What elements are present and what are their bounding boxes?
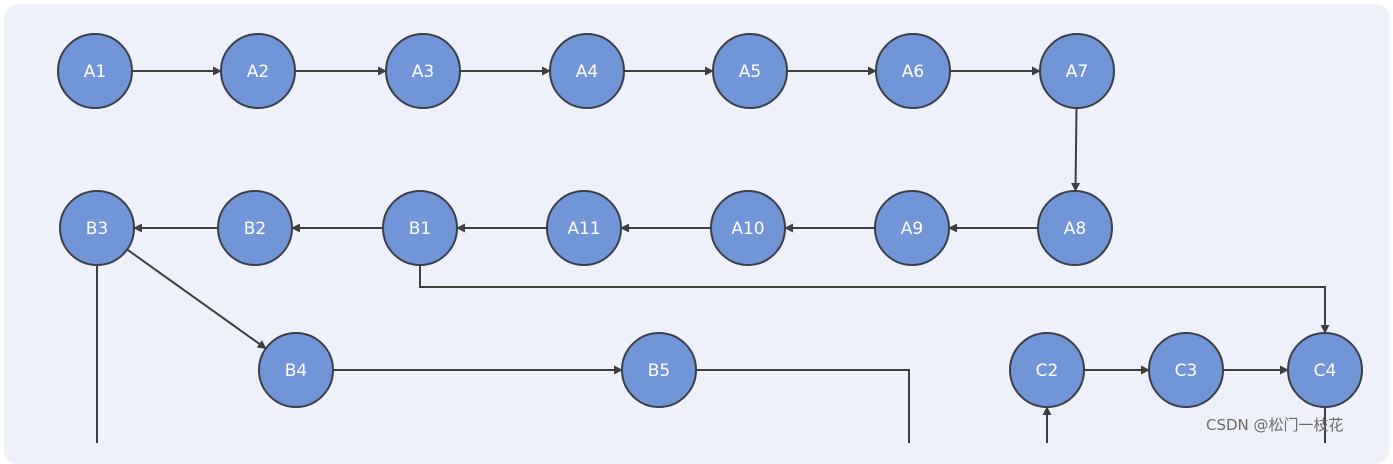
node-a8: A8 — [1037, 190, 1113, 266]
node-circle — [1287, 332, 1363, 408]
node-label: A4 — [576, 62, 598, 82]
node-circle — [382, 190, 458, 266]
node-b1: B1 — [382, 190, 458, 266]
node-label: A6 — [902, 62, 924, 82]
node-circle — [621, 332, 697, 408]
node-circle — [217, 190, 293, 266]
node-label: C2 — [1036, 361, 1059, 381]
node-label: A9 — [901, 219, 923, 239]
node-a1: A1 — [57, 33, 133, 109]
node-circle — [1037, 190, 1113, 266]
node-circle — [1148, 332, 1224, 408]
node-label: A2 — [247, 62, 269, 82]
node-circle — [874, 190, 950, 266]
node-circle — [385, 33, 461, 109]
node-b5: B5 — [621, 332, 697, 408]
node-label: A1 — [84, 62, 106, 82]
node-a5: A5 — [712, 33, 788, 109]
node-circle — [546, 190, 622, 266]
node-circle — [57, 33, 133, 109]
node-label: A5 — [739, 62, 761, 82]
node-c2: C2 — [1009, 332, 1085, 408]
edge-b3-b4 — [126, 248, 267, 350]
node-circle — [258, 332, 334, 408]
node-circle — [59, 190, 135, 266]
node-a3: A3 — [385, 33, 461, 109]
node-a4: A4 — [549, 33, 625, 109]
node-a2: A2 — [220, 33, 296, 109]
offscreen-connectors — [96, 265, 1326, 443]
node-circle — [1039, 33, 1115, 109]
connector-b5-down — [696, 369, 910, 443]
node-label: B2 — [244, 219, 266, 239]
node-label: C3 — [1175, 361, 1198, 381]
node-b3: B3 — [59, 190, 135, 266]
node-label: A7 — [1066, 62, 1088, 82]
node-label: A3 — [412, 62, 434, 82]
node-b2: B2 — [217, 190, 293, 266]
edge-a7-a8 — [1071, 107, 1081, 192]
node-label: A11 — [567, 219, 600, 239]
node-circle — [549, 33, 625, 109]
node-c4: C4 — [1287, 332, 1363, 408]
node-circle — [712, 33, 788, 109]
node-c3: C3 — [1148, 332, 1224, 408]
node-a6: A6 — [875, 33, 951, 109]
node-label: B5 — [648, 361, 670, 381]
node-circle — [875, 33, 951, 109]
node-a7: A7 — [1039, 33, 1115, 109]
watermark-text: CSDN @松门一枝花 — [1206, 416, 1344, 434]
node-circle — [220, 33, 296, 109]
node-circle — [1009, 332, 1085, 408]
edge-b1-c4 — [419, 265, 1330, 334]
node-label: B4 — [285, 361, 307, 381]
node-a11: A11 — [546, 190, 622, 266]
node-a9: A9 — [874, 190, 950, 266]
node-label: B3 — [86, 219, 108, 239]
edges-layer — [126, 66, 1330, 375]
node-a10: A10 — [710, 190, 786, 266]
node-circle — [710, 190, 786, 266]
node-b4: B4 — [258, 332, 334, 408]
node-label: C4 — [1314, 361, 1337, 381]
node-label: A10 — [731, 219, 764, 239]
node-label: B1 — [409, 219, 431, 239]
node-label: A8 — [1064, 219, 1086, 239]
